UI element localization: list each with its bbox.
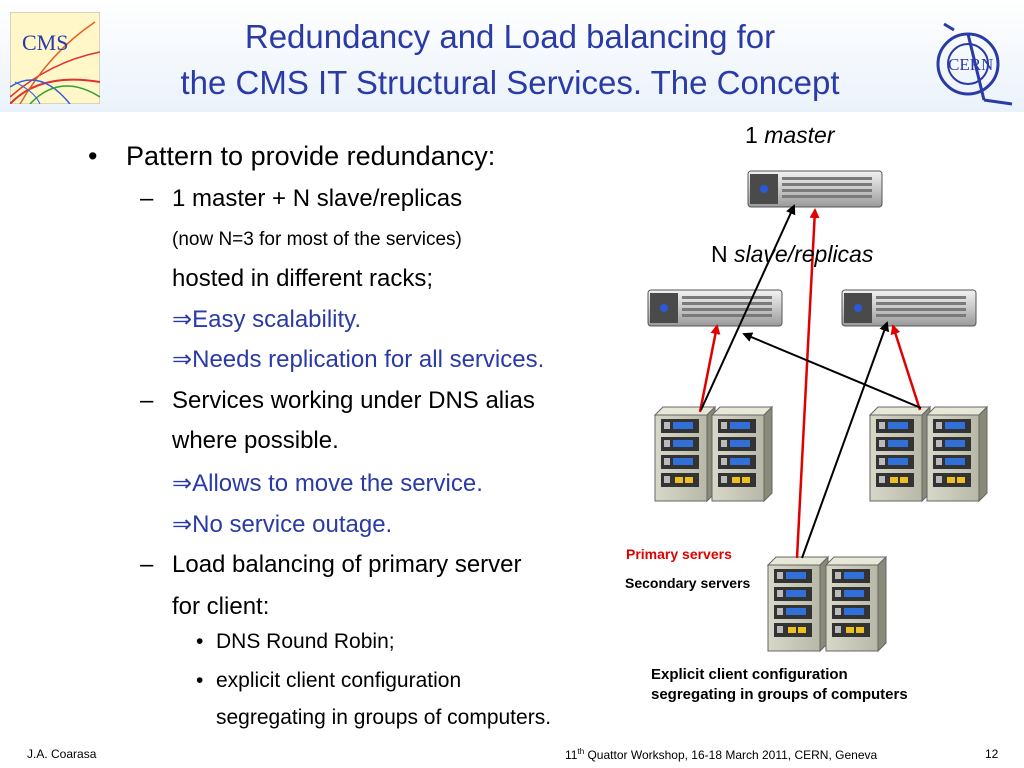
rack-bottom-2 bbox=[825, 556, 887, 652]
dash-marker: – bbox=[140, 185, 154, 212]
title-line-2: the CMS IT Structural Services. The Conc… bbox=[180, 64, 840, 101]
rack-right-1 bbox=[869, 406, 931, 502]
rack-left-1 bbox=[654, 406, 716, 502]
primary-arrow-right bbox=[890, 324, 922, 411]
dash-marker: – bbox=[140, 551, 154, 578]
slave-server-right bbox=[841, 289, 977, 327]
sub-bullet-marker: • bbox=[196, 669, 204, 692]
dash-3-cont: for client: bbox=[172, 593, 270, 620]
secondary-arrow-right bbox=[742, 332, 922, 409]
sub-bullet-1: DNS Round Robin; bbox=[216, 630, 395, 653]
secondary-arrow-bottom bbox=[801, 321, 889, 559]
client-config-note: Explicit client configuration segregatin… bbox=[651, 666, 908, 703]
secondary-servers-label: Secondary servers bbox=[625, 575, 751, 591]
header-band bbox=[0, 0, 1024, 112]
cms-logo: CMS bbox=[10, 12, 100, 104]
dash-1-result-1: ⇒Easy scalability. bbox=[172, 306, 362, 333]
master-label: 1 master bbox=[745, 122, 835, 148]
sub-bullet-2: explicit client configuration bbox=[216, 669, 462, 692]
dash-3: Load balancing of primary server bbox=[172, 551, 522, 578]
dash-2: Services working under DNS alias bbox=[172, 387, 535, 414]
slide-title: Redundancy and Load balancing for the CM… bbox=[100, 14, 920, 106]
cern-logo: CERN bbox=[936, 22, 1013, 106]
rack-right-2 bbox=[926, 406, 988, 502]
rack-left-2 bbox=[711, 406, 773, 502]
rack-bottom-1 bbox=[767, 556, 829, 652]
dash-1: 1 master + N slave/replicas bbox=[172, 185, 463, 212]
dash-2-result-1: ⇒Allows to move the service. bbox=[172, 470, 483, 497]
dash-2-result-2: ⇒No service outage. bbox=[172, 511, 393, 538]
bullet-1: Pattern to provide redundancy: bbox=[126, 141, 496, 171]
svg-text:CMS: CMS bbox=[22, 30, 68, 55]
slave-label: N slave/replicas bbox=[711, 241, 874, 267]
primary-servers-label: Primary servers bbox=[626, 546, 732, 562]
primary-arrow-bottom bbox=[795, 208, 820, 559]
dash-1-result-2: ⇒Needs replication for all services. bbox=[172, 346, 545, 373]
slave-server-left bbox=[647, 289, 783, 327]
secondary-arrow-left bbox=[700, 204, 796, 411]
dash-2-cont: where possible. bbox=[172, 427, 339, 454]
dash-1-cont: hosted in different racks; bbox=[172, 265, 434, 292]
primary-arrow-left bbox=[698, 324, 721, 413]
page-number: 12 bbox=[985, 747, 999, 761]
footer-author: J.A. Coarasa bbox=[27, 747, 97, 761]
dash-marker: – bbox=[140, 387, 154, 414]
svg-text:CERN: CERN bbox=[948, 55, 993, 74]
footer-event: 11th Quattor Workshop, 16-18 March 2011,… bbox=[565, 747, 878, 762]
sub-bullet-marker: • bbox=[196, 630, 204, 653]
sub-bullet-2-cont: segregating in groups of computers. bbox=[216, 706, 552, 729]
dash-1-note: (now N=3 for most of the services) bbox=[172, 229, 462, 250]
master-server bbox=[747, 170, 883, 208]
title-line-1: Redundancy and Load balancing for bbox=[244, 18, 776, 55]
bullet-marker: • bbox=[88, 141, 98, 171]
